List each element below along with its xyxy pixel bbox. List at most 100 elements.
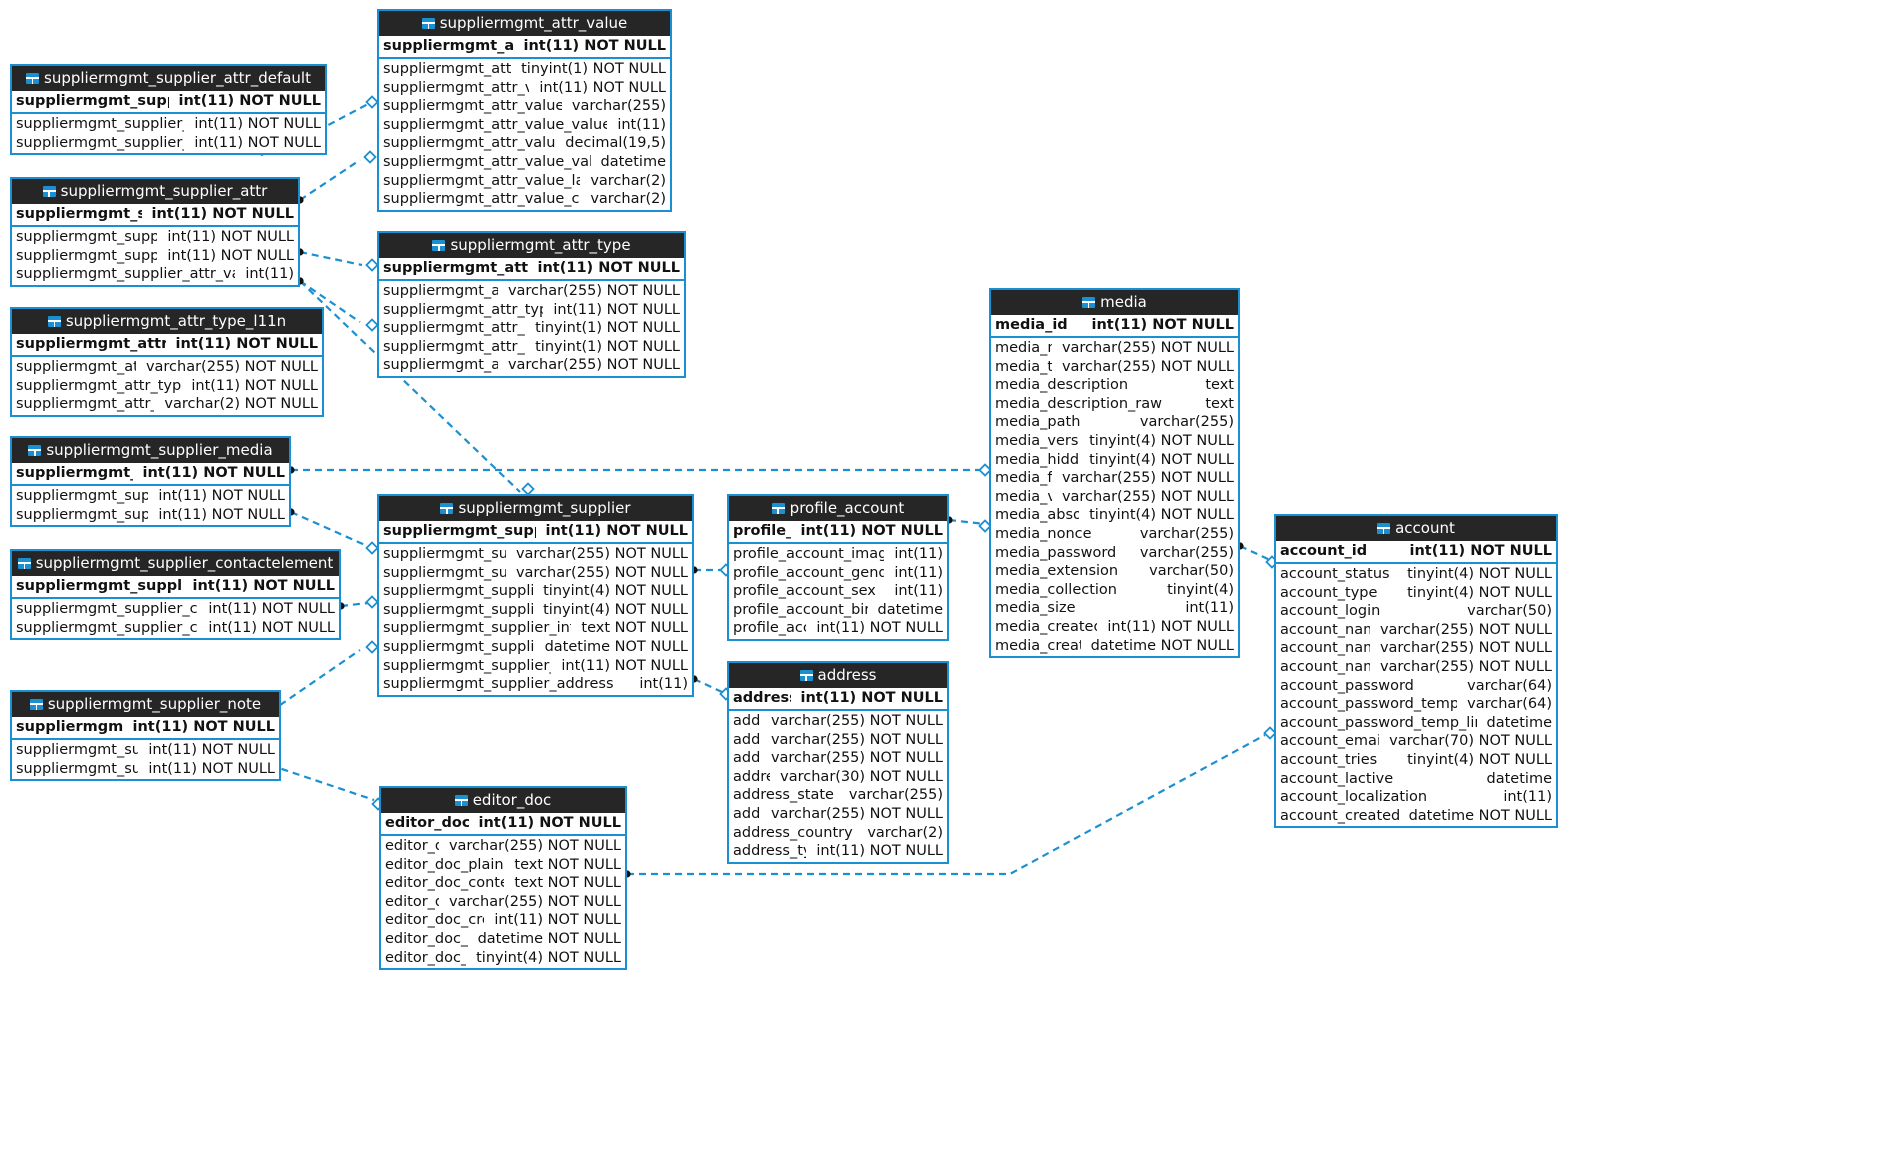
column-row[interactable]: suppliermgmt_attr_value_countryvarchar(2… [379,190,670,209]
column-row[interactable]: account_name1varchar(255) NOT NULL [1276,621,1556,640]
entity-suppliermgmt_attr_type[interactable]: suppliermgmt_attr_typesuppliermgmt_attr_… [377,231,686,378]
column-row[interactable]: editor_doc_virtualvarchar(255) NOT NULL [381,893,625,912]
column-row[interactable]: media_virtualvarchar(255) NOT NULL [991,488,1238,507]
column-row[interactable]: address_namevarchar(255) NOT NULL [729,712,947,731]
column-row[interactable]: media_absolutetinyint(4) NOT NULL [991,506,1238,525]
column-row[interactable]: editor_doc_titlevarchar(255) NOT NULL [381,837,625,856]
column-row[interactable]: suppliermgmt_supplier_attr_default_value… [12,134,325,153]
column-row[interactable]: media_versionedtinyint(4) NOT NULL [991,432,1238,451]
column-row[interactable]: suppliermgmt_supplier_attr_default_typei… [12,115,325,134]
column-row[interactable]: suppliermgmt_attr_value_typeint(11) NOT … [379,79,670,98]
column-row[interactable]: suppliermgmt_supplier_attr_typeint(11) N… [12,247,298,266]
column-row[interactable]: suppliermgmt_attr_type_fieldsint(11) NOT… [379,301,684,320]
entity-header-profile_account[interactable]: profile_account [729,496,947,521]
entity-suppliermgmt_supplier[interactable]: suppliermgmt_suppliersuppliermgmt_suppli… [377,494,694,697]
column-row[interactable]: suppliermgmt_attr_type_l11n_langvarchar(… [12,395,322,414]
primary-key-row[interactable]: suppliermgmt_supplier_contactelement_idi… [12,576,339,599]
entity-header-editor_doc[interactable]: editor_doc [381,788,625,813]
column-row[interactable]: media_created_atdatetime NOT NULL [991,637,1238,656]
column-row[interactable]: profile_account_genderint(11) [729,564,947,583]
entity-suppliermgmt_supplier_note[interactable]: suppliermgmt_supplier_notesuppliermgmt_s… [10,690,281,782]
entity-profile_account[interactable]: profile_accountprofile_account_idint(11)… [727,494,949,641]
column-row[interactable]: suppliermgmt_attr_type_l11n_typeint(11) … [12,377,322,396]
column-row[interactable]: media_namevarchar(255) NOT NULL [991,339,1238,358]
column-row[interactable]: suppliermgmt_supplier_novarchar(255) NOT… [379,545,692,564]
column-row[interactable]: address_cityvarchar(255) NOT NULL [729,805,947,824]
column-row[interactable]: suppliermgmt_supplier_contactelement_dst… [12,600,339,619]
column-row[interactable]: suppliermgmt_attr_value_langvarchar(2) [379,172,670,191]
column-row[interactable]: suppliermgmt_supplier_contactelement_src… [12,619,339,638]
entity-suppliermgmt_attr_value[interactable]: suppliermgmt_attr_valuesuppliermgmt_attr… [377,9,672,212]
column-row[interactable]: suppliermgmt_attr_type_patternvarchar(25… [379,356,684,375]
entity-header-suppliermgmt_supplier[interactable]: suppliermgmt_supplier [379,496,692,521]
entity-header-suppliermgmt_attr_value[interactable]: suppliermgmt_attr_value [379,11,670,36]
column-row[interactable]: suppliermgmt_attr_value_defaulttinyint(1… [379,60,670,79]
column-row[interactable]: suppliermgmt_attr_type_customtinyint(1) … [379,319,684,338]
column-row[interactable]: suppliermgmt_supplier_attr_valueint(11) [12,265,298,284]
column-row[interactable]: suppliermgmt_supplier_attr_supplierint(1… [12,228,298,247]
entity-header-suppliermgmt_attr_type[interactable]: suppliermgmt_attr_type [379,233,684,258]
column-row[interactable]: address_additionvarchar(255) NOT NULL [729,731,947,750]
column-row[interactable]: account_name3varchar(255) NOT NULL [1276,658,1556,677]
column-row[interactable]: suppliermgmt_attr_type_namevarchar(255) … [379,282,684,301]
column-row[interactable]: profile_account_accountint(11) NOT NULL [729,619,947,638]
column-row[interactable]: media_created_byint(11) NOT NULL [991,618,1238,637]
entity-header-address[interactable]: address [729,663,947,688]
entity-suppliermgmt_supplier_media[interactable]: suppliermgmt_supplier_mediasuppliermgmt_… [10,436,291,528]
entity-header-suppliermgmt_supplier_media[interactable]: suppliermgmt_supplier_media [12,438,289,463]
column-row[interactable]: address_addressvarchar(255) NOT NULL [729,749,947,768]
column-row[interactable]: suppliermgmt_supplier_note_srcint(11) NO… [12,760,279,779]
column-row[interactable]: editor_doc_created_atdatetime NOT NULL [381,930,625,949]
column-row[interactable]: suppliermgmt_supplier_note_dstint(11) NO… [12,741,279,760]
primary-key-row[interactable]: suppliermgmt_supplier_attr_default_idint… [12,91,325,114]
column-row[interactable]: editor_doc_created_byint(11) NOT NULL [381,911,625,930]
column-row[interactable]: media_hiddentinyint(4) NOT NULL [991,451,1238,470]
column-row[interactable]: account_created_atdatetime NOT NULL [1276,807,1556,826]
entity-header-suppliermgmt_supplier_contactelement[interactable]: suppliermgmt_supplier_contactelement [12,551,339,576]
